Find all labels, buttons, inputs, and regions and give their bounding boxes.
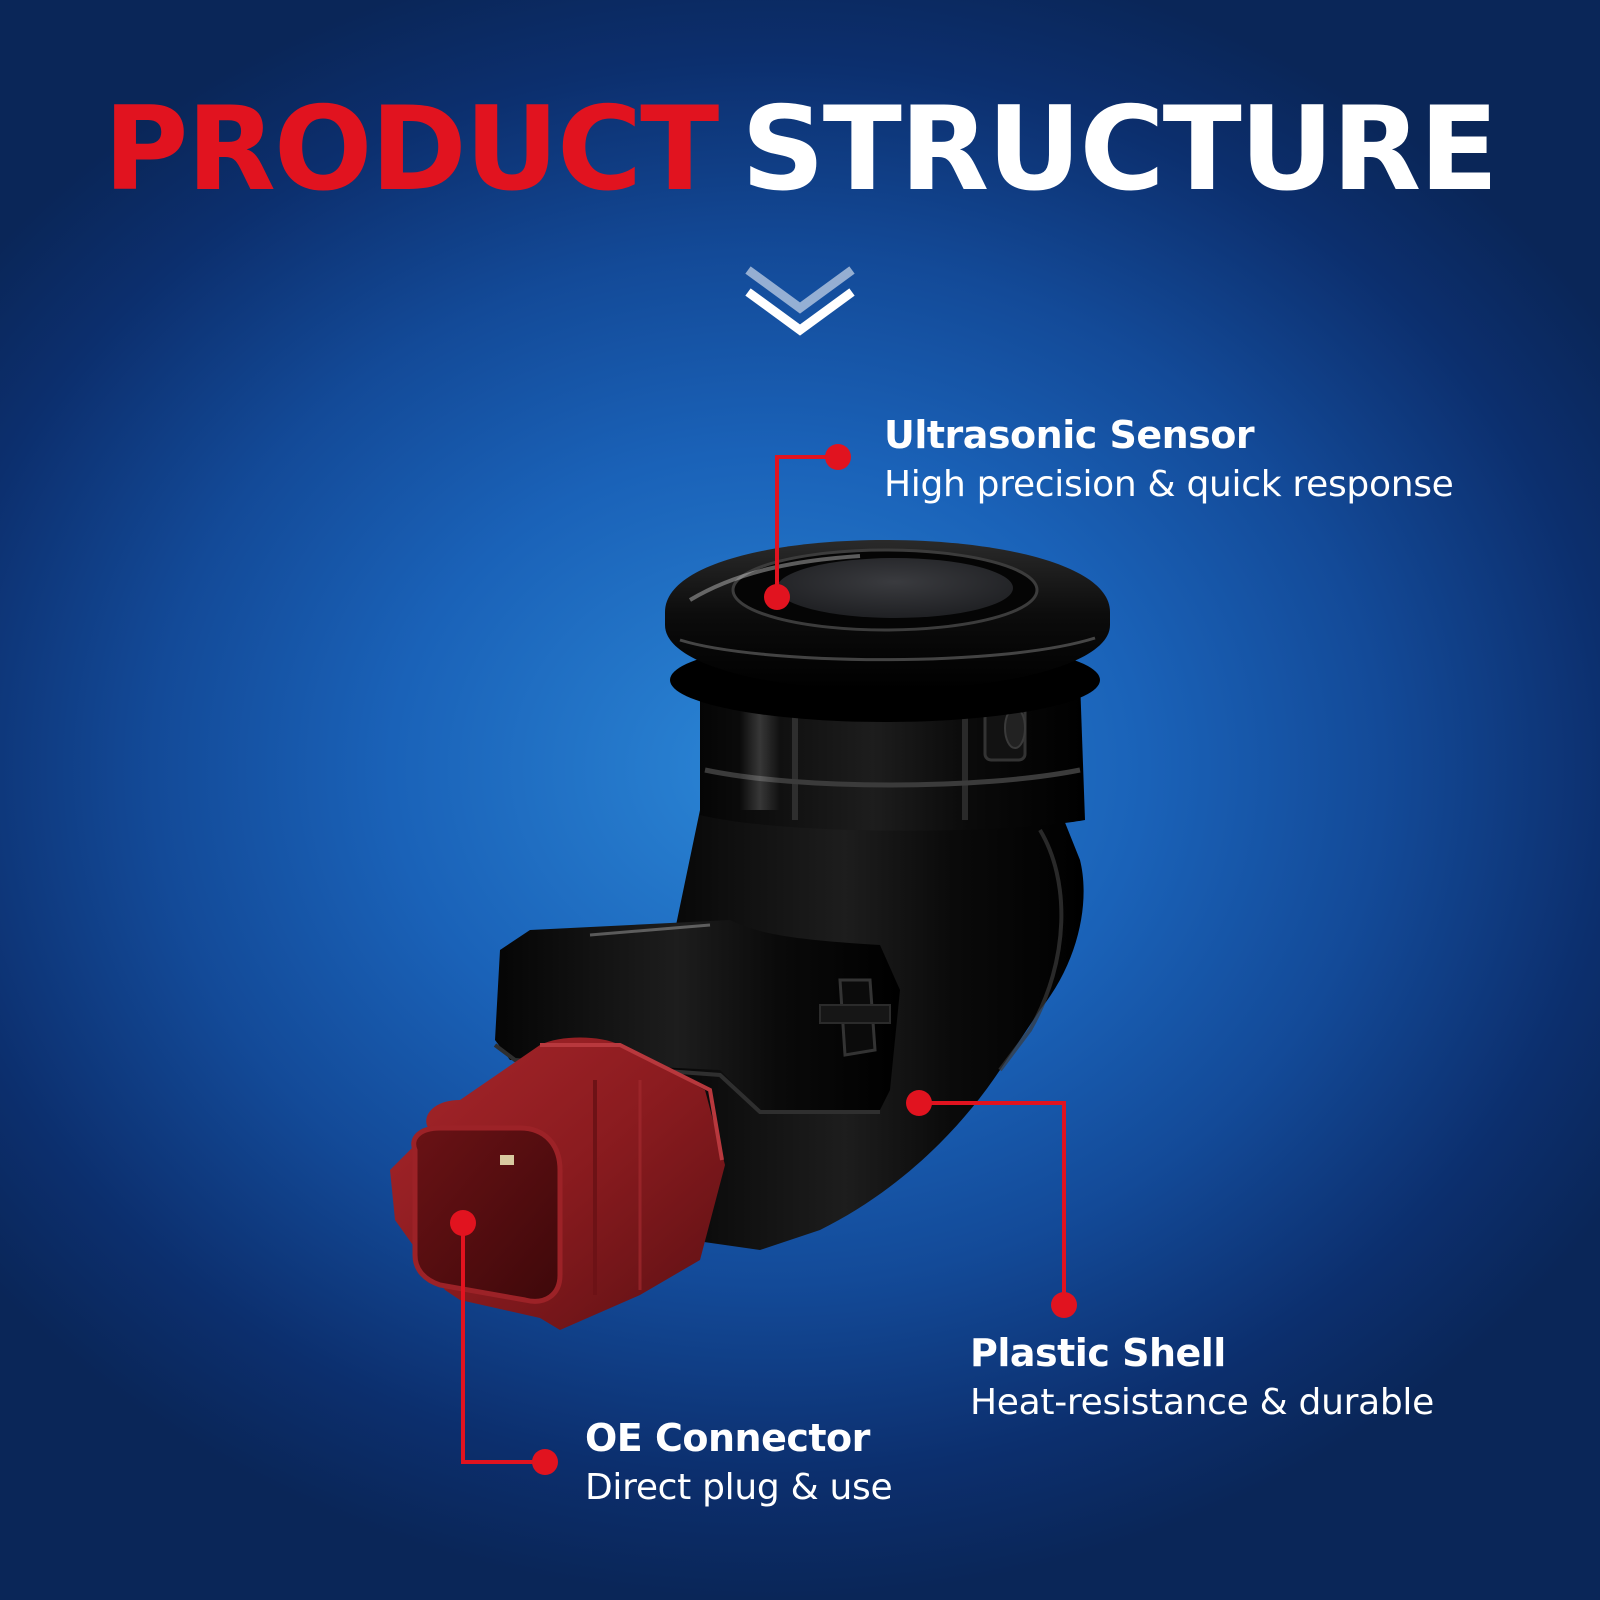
sensor-face: [777, 558, 1013, 618]
callout-title: Plastic Shell: [970, 1331, 1226, 1375]
callout-description: High precision & quick response: [884, 463, 1454, 505]
double-chevron-down-icon: [745, 266, 855, 336]
title-word-structure: STRUCTURE: [741, 82, 1498, 217]
callout-plastic-shell: Plastic Shell Heat-resistance & durable: [970, 1330, 1434, 1428]
callout-description: Heat-resistance & durable: [970, 1381, 1434, 1423]
callout-title: Ultrasonic Sensor: [884, 413, 1255, 457]
title-word-product: PRODUCT: [103, 82, 720, 217]
callout-oe-connector: OE Connector Direct plug & use: [585, 1415, 893, 1513]
connector-socket: [411, 1125, 563, 1304]
callout-title: OE Connector: [585, 1416, 870, 1460]
callout-ultrasonic-sensor: Ultrasonic Sensor High precision & quick…: [884, 412, 1454, 510]
callout-description: Direct plug & use: [585, 1466, 893, 1508]
